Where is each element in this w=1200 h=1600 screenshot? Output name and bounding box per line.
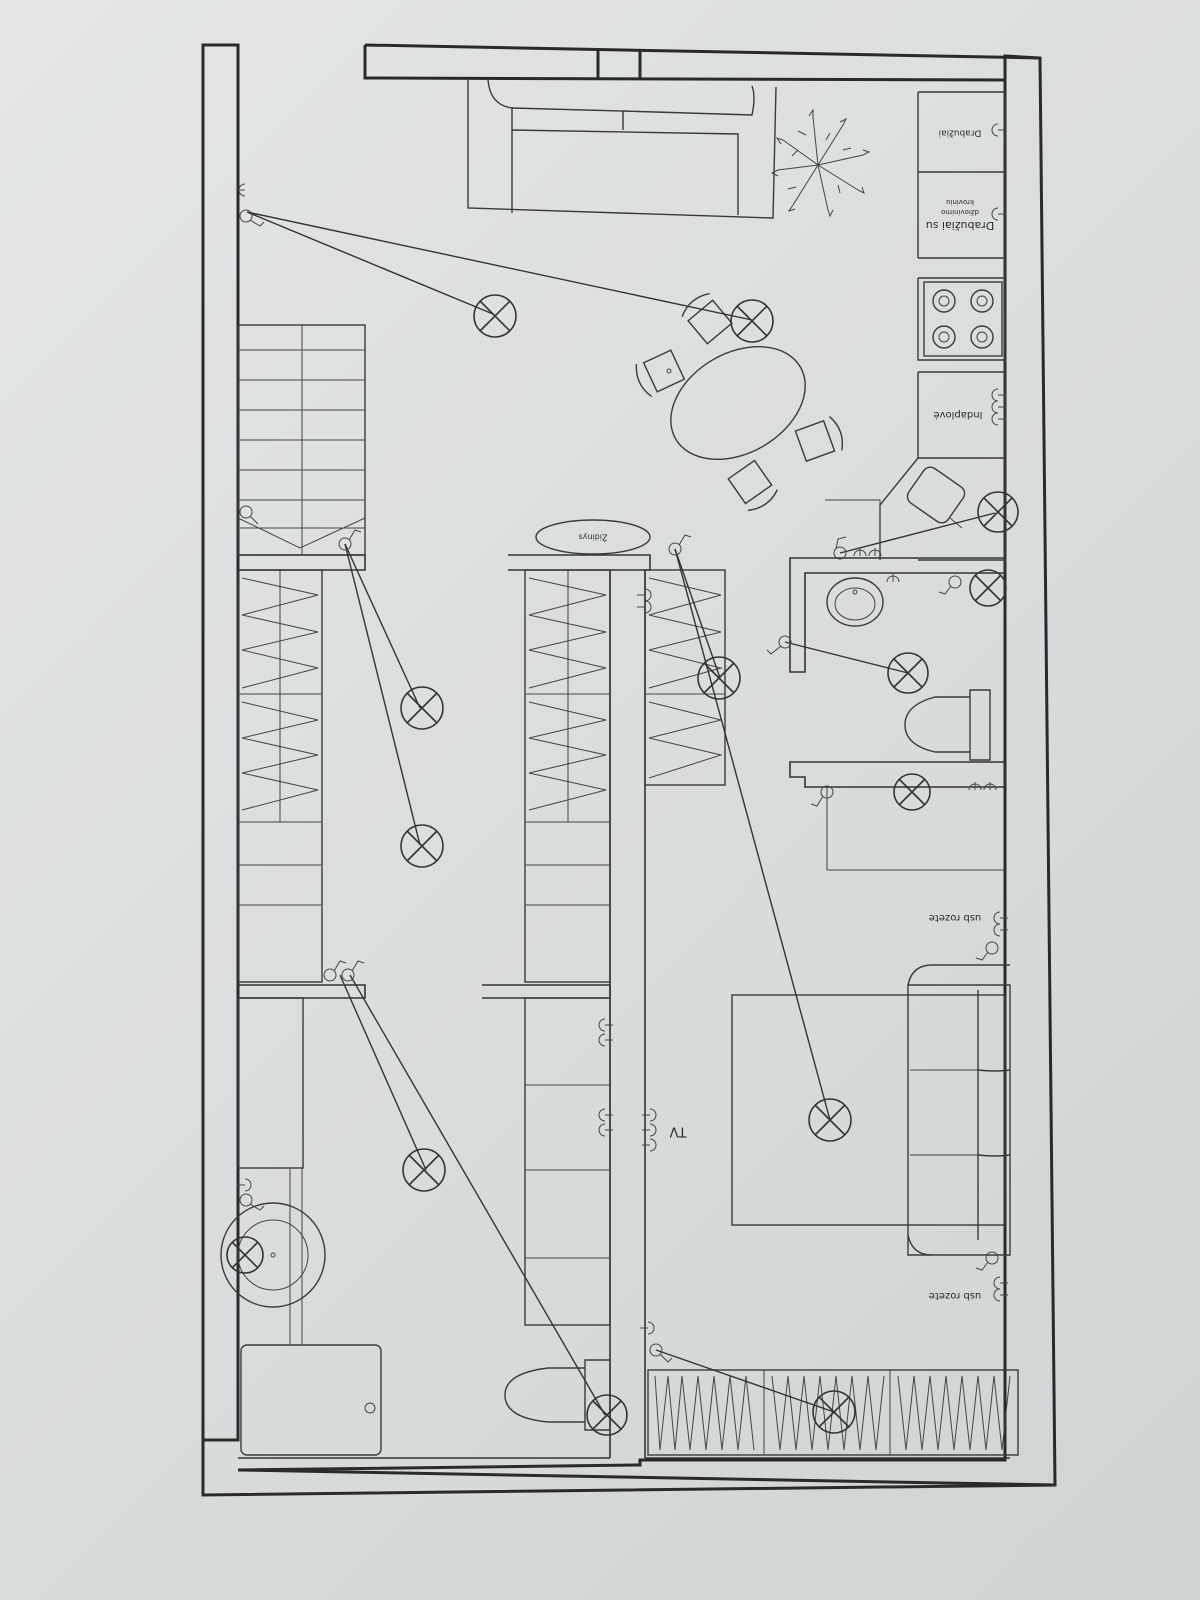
- wardrobe-left: [237, 569, 323, 983]
- staircase: [237, 324, 366, 556]
- socket-icon: [991, 123, 1006, 137]
- light-switch-icon: [766, 635, 792, 655]
- labels: Drabužiai Drabužiai su džiovinimo krovin…: [669, 128, 994, 1302]
- kitchen-counter: [917, 91, 1006, 561]
- label-usb-rozete-lower: usb rozete: [929, 1290, 982, 1301]
- ceiling-light-icon: [400, 824, 444, 868]
- wardrobe-right: [644, 569, 726, 786]
- socket-icon: [983, 782, 997, 791]
- socket-icon: [886, 574, 900, 583]
- sofa-top: [467, 79, 777, 219]
- socket-icon: [993, 1276, 1008, 1290]
- socket-icon: [993, 911, 1008, 925]
- socket-icon: [642, 1123, 657, 1137]
- socket-icon: [991, 388, 1006, 402]
- light-switch-icon: [341, 960, 365, 982]
- label-drabuziai: Drabužiai: [939, 128, 982, 138]
- socket-icon: [637, 600, 652, 614]
- ceiling-light-icon: [730, 299, 774, 343]
- ceiling-light-icon: [812, 1390, 856, 1434]
- dining-table: [635, 292, 844, 512]
- light-switch-icon: [649, 1343, 673, 1363]
- ceiling-light-icon: [893, 773, 931, 811]
- switches: [239, 209, 999, 1363]
- light-switch-icon: [810, 785, 834, 807]
- socket-icon: [237, 1178, 252, 1192]
- light-switch-icon: [975, 941, 999, 961]
- bathroom-lower: [220, 997, 611, 1456]
- ceiling-light-icon: [977, 491, 1019, 533]
- socket-icon: [993, 1288, 1008, 1302]
- light-switch-icon: [668, 534, 692, 556]
- label-drabuziai-su-line3: kroviniu: [946, 198, 974, 206]
- socket-icon: [991, 412, 1006, 426]
- label-indaplove: Indaplovė: [933, 409, 982, 420]
- ceiling-light-icon: [808, 1098, 852, 1142]
- sockets: [237, 123, 1008, 1335]
- socket-icon: [642, 1108, 657, 1122]
- light-switch-icon: [938, 575, 962, 595]
- outer-walls: [201, 43, 1057, 1497]
- light-switch-icon: [833, 536, 847, 560]
- ceiling-light-icon: [586, 1394, 628, 1436]
- light-switch-icon: [323, 960, 347, 982]
- socket-icon: [642, 1138, 657, 1152]
- socket-icon: [598, 1033, 613, 1047]
- light-switch-icon: [975, 1251, 999, 1271]
- light-switch-icon: [338, 529, 362, 551]
- kitchen-sink-icon: [825, 457, 966, 560]
- chair: [794, 416, 844, 463]
- label-usb-rozete-upper: usb rozete: [929, 912, 982, 923]
- living-room: [731, 964, 1011, 1256]
- label-tv: TV: [669, 1124, 687, 1139]
- stove-icon: [923, 281, 1003, 357]
- tv-cabinet: [524, 997, 611, 1326]
- ceiling-light-icon: [400, 686, 444, 730]
- socket-icon: [637, 588, 652, 602]
- ceiling-light-icon: [226, 1236, 264, 1274]
- ceiling-light-icon: [697, 656, 741, 700]
- light-switch-icon: [239, 209, 265, 227]
- plant-icon: [770, 108, 871, 218]
- socket-icon: [598, 1018, 613, 1032]
- bathroom-upper: [826, 577, 1005, 871]
- chair: [727, 459, 778, 512]
- socket-icon: [598, 1108, 613, 1122]
- socket-icon: [598, 1123, 613, 1137]
- socket-icon: [993, 923, 1008, 937]
- chair: [635, 349, 686, 398]
- fireplace: Židinys: [535, 519, 651, 555]
- ceiling-lights: [226, 294, 1019, 1436]
- socket-icon: [237, 183, 246, 197]
- socket-icon: [968, 782, 982, 791]
- wardrobe-center: [524, 569, 611, 983]
- chair: [681, 292, 733, 345]
- light-switch-icon: [239, 505, 259, 525]
- ceiling-light-icon: [402, 1148, 446, 1192]
- socket-icon: [853, 548, 867, 557]
- label-drabuziai-su: Drabužiai su: [926, 219, 995, 232]
- fireplace-label: Židinys: [579, 533, 608, 544]
- wardrobe-bottom: [647, 1369, 1019, 1456]
- light-switch-icon: [239, 1193, 265, 1211]
- socket-icon: [991, 207, 1006, 221]
- ceiling-light-icon: [969, 569, 1007, 607]
- ceiling-light-icon: [473, 294, 517, 338]
- wiring: [246, 211, 996, 1416]
- ceiling-light-icon: [887, 652, 929, 694]
- socket-icon: [991, 400, 1006, 414]
- socket-icon: [640, 1321, 655, 1335]
- label-drabuziai-su-line2: džiovinimo: [941, 208, 979, 216]
- socket-icon: [868, 548, 882, 557]
